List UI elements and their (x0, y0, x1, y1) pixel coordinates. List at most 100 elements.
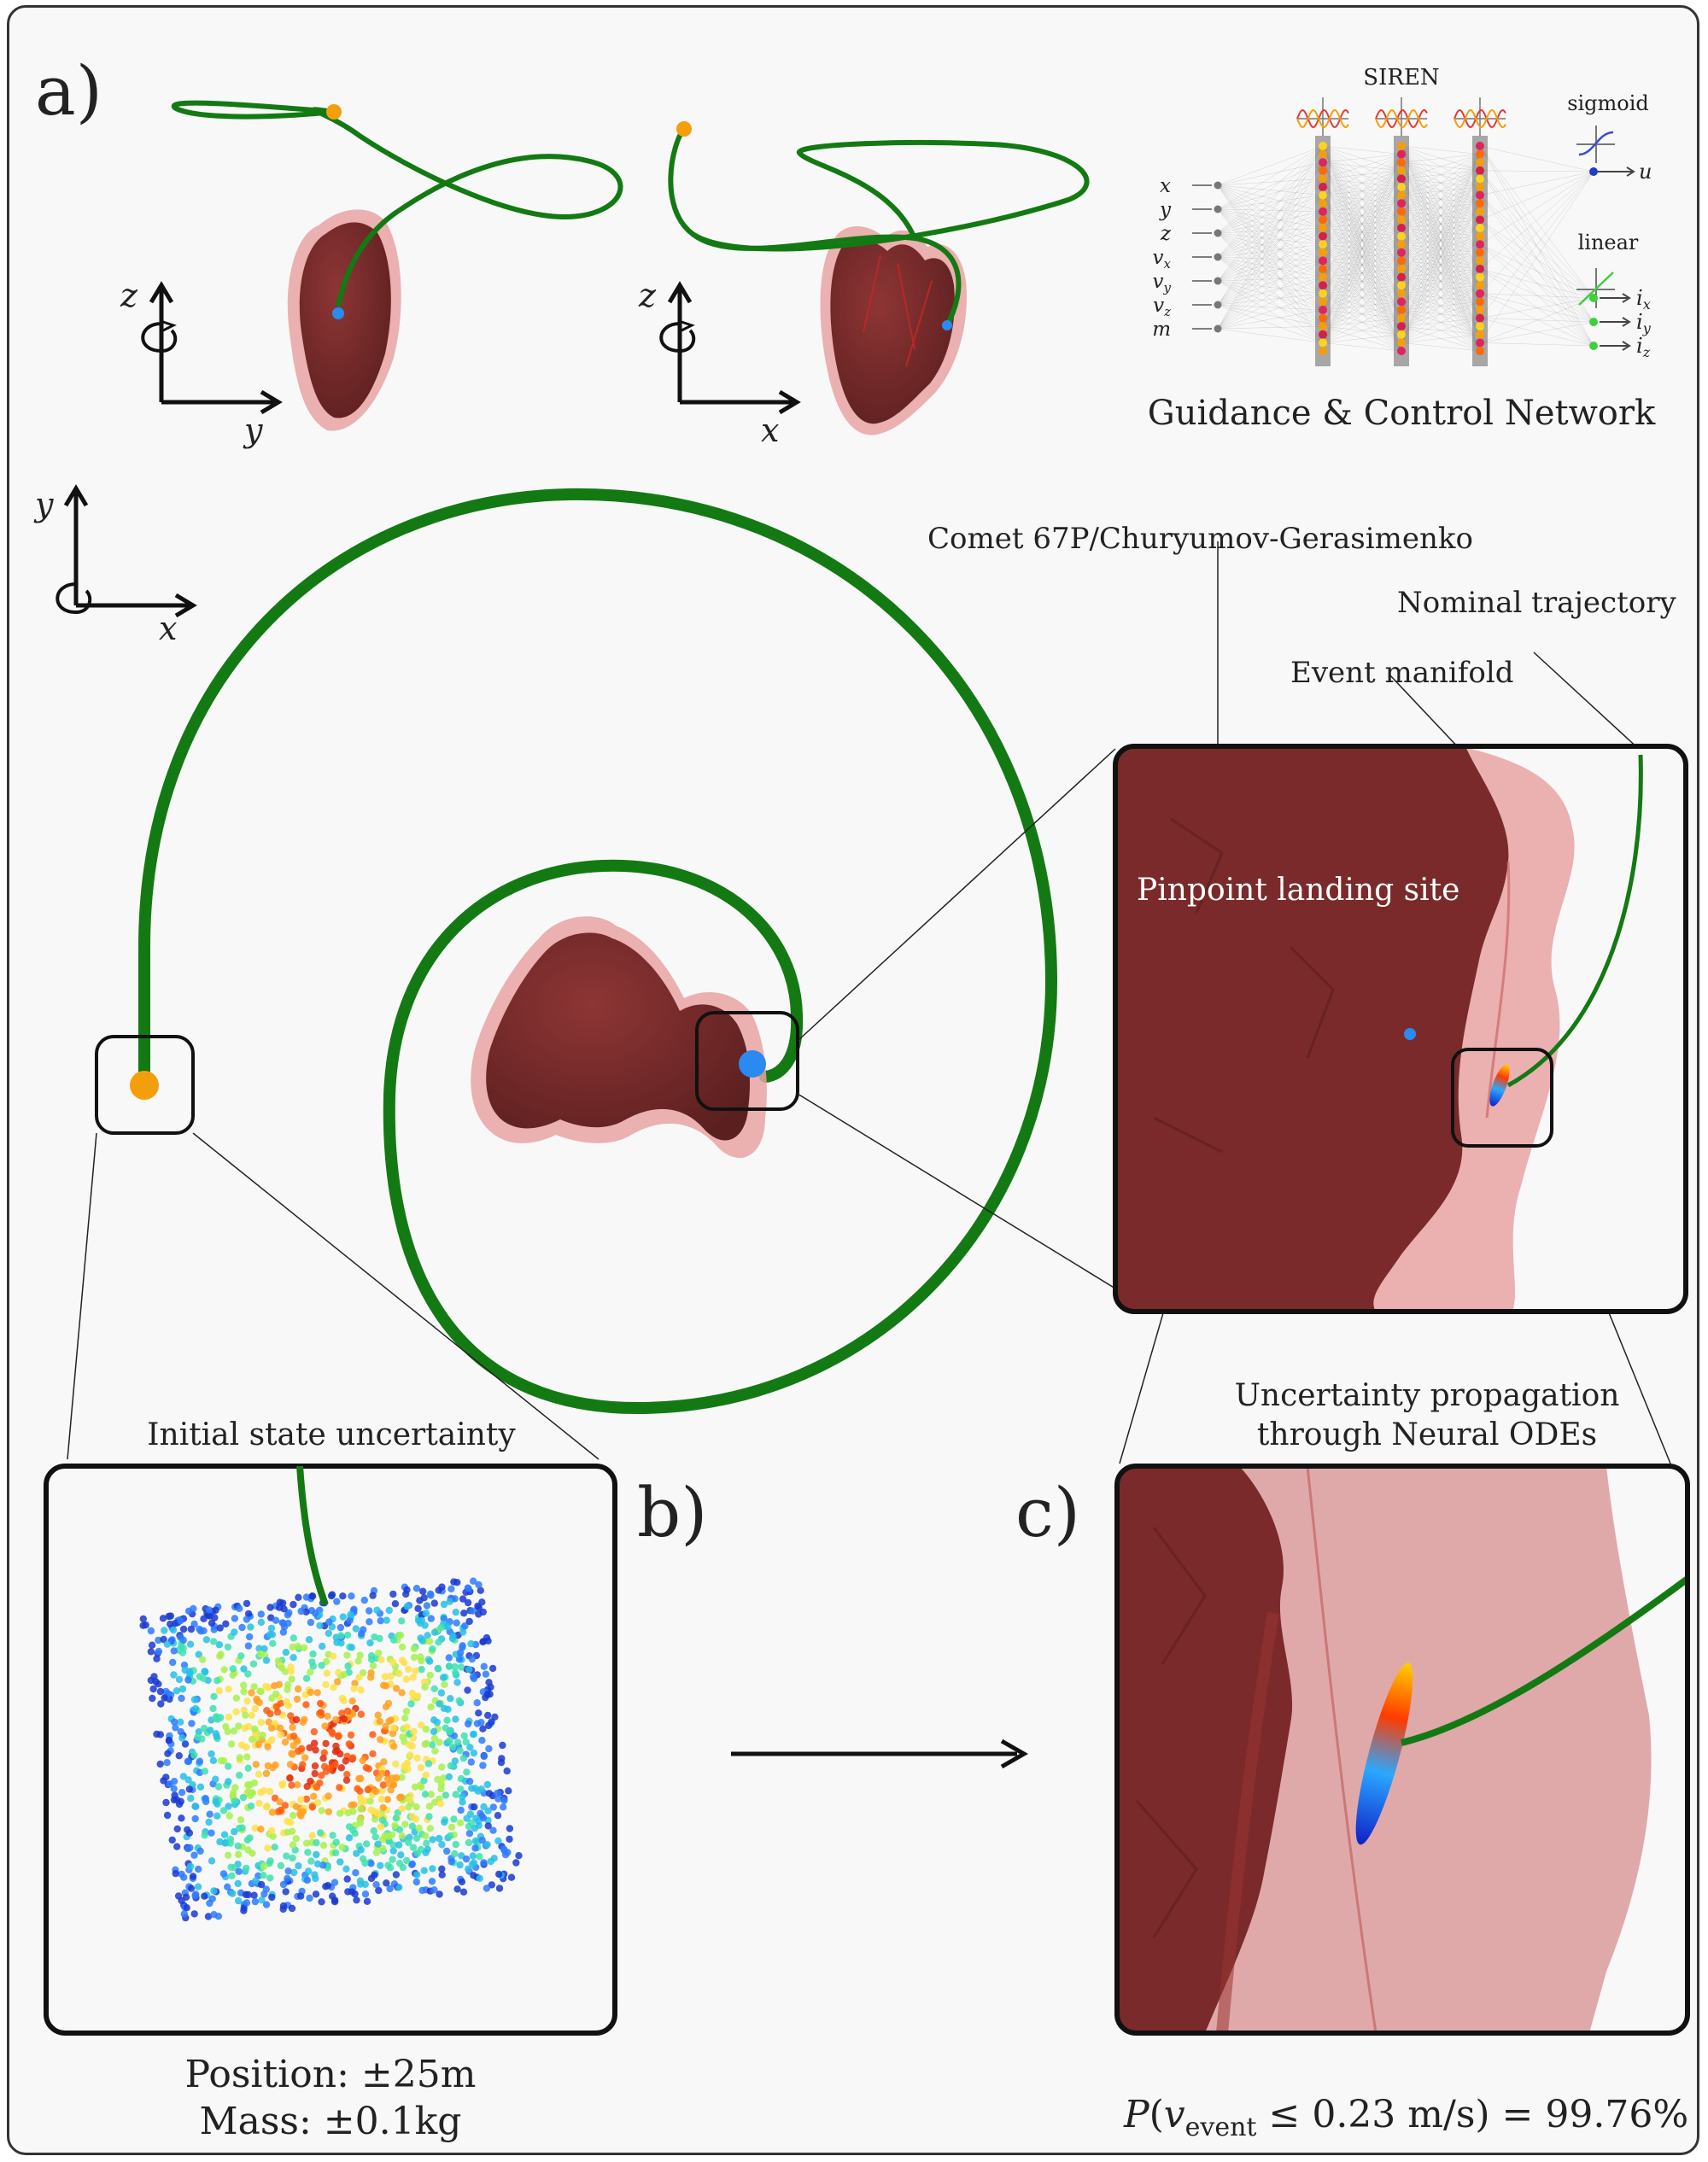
layer-node (1397, 281, 1406, 290)
inset-propagated-uncertainty: Uncertainty propagation through Neural O… (1114, 1378, 1690, 2036)
network-edges (1217, 145, 1594, 352)
propagated-distribution (1355, 1662, 1413, 1845)
input-node (1214, 229, 1222, 237)
siren-title: SIREN (1363, 65, 1439, 91)
input-node (1214, 301, 1222, 309)
input-label: m (1152, 318, 1171, 341)
label-propagation-line2: through Neural ODEs (1257, 1417, 1597, 1452)
linear-output-label: ix (1636, 286, 1651, 313)
input-node (1214, 277, 1222, 285)
layer-node (1397, 240, 1406, 249)
layer-node (1319, 174, 1327, 184)
layer-node (1319, 207, 1327, 216)
layer-node (1319, 199, 1327, 208)
layer-node (1476, 158, 1484, 167)
layer-node (1397, 174, 1406, 184)
figure-frame: a) b) c) z y (7, 5, 1699, 2155)
label-comet: Comet 67P/Churyumov-Gerasimenko (927, 522, 1473, 556)
input-label: x (1160, 175, 1171, 197)
input-node (1214, 324, 1222, 333)
layer-node (1397, 149, 1406, 159)
axis-label-y-1: y (243, 412, 263, 449)
layer-node (1319, 166, 1327, 175)
layer-node (1319, 289, 1327, 298)
uncertainty-cloud (139, 1577, 523, 1922)
layer-node (1319, 248, 1327, 257)
layer-node (1476, 347, 1484, 355)
panel-label-a: a) (35, 51, 102, 131)
event-probability: P(vevent ≤ 0.23 m/s) = 99.76% (1123, 2093, 1688, 2142)
prob-P: P (1123, 2093, 1150, 2136)
panel-label-c: c) (1015, 1473, 1080, 1552)
layer-node (1397, 297, 1406, 307)
siren-wave-icon (1375, 97, 1428, 136)
layer-node (1476, 215, 1484, 225)
layer-node (1319, 256, 1327, 266)
linear-output-label: iz (1636, 334, 1651, 360)
layer-node (1319, 297, 1327, 307)
comet-body (830, 240, 955, 424)
inset-landing-region: Pinpoint landing site (1113, 744, 1688, 1314)
layer-node (1476, 240, 1484, 249)
input-label: vy (1153, 271, 1172, 295)
layer-node (1397, 224, 1406, 232)
layer-node (1319, 231, 1327, 241)
layer-node (1476, 224, 1484, 232)
view-zy: z y (120, 100, 623, 449)
layer-node (1397, 166, 1406, 175)
layer-node (1397, 272, 1406, 282)
axes-zx: z x (638, 277, 801, 449)
zoom-connectors (67, 541, 1671, 1464)
layer-node (1397, 330, 1406, 339)
zoom-box-event (1451, 1048, 1553, 1148)
axis-label-x-main: x (159, 610, 177, 647)
layer-node (1476, 306, 1484, 314)
linear-label: linear (1578, 231, 1639, 254)
layer-node (1319, 322, 1327, 331)
landing-point-zy (332, 307, 344, 319)
inset-initial-uncertainty: Initial state uncertainty (44, 1417, 617, 2036)
layer-node (1319, 149, 1327, 159)
layer-node (1476, 207, 1484, 216)
layer-node (1476, 199, 1484, 208)
layer-node (1319, 215, 1327, 225)
layer-node (1319, 272, 1327, 282)
axis-label-z-2: z (638, 277, 657, 314)
sigmoid-label: sigmoid (1567, 91, 1649, 115)
layer-node (1397, 183, 1406, 191)
position-uncertainty: Position: ±25m (185, 2053, 477, 2096)
layer-node (1476, 338, 1484, 348)
layer-node (1397, 289, 1406, 298)
input-node (1214, 205, 1222, 213)
input-label: vz (1153, 295, 1171, 319)
linear-output-label: iy (1636, 310, 1652, 336)
label-propagation-line1: Uncertainty propagation (1235, 1378, 1620, 1413)
label-landing-site: Pinpoint landing site (1137, 873, 1459, 908)
layer-node (1397, 231, 1406, 241)
propagation-arrow (731, 1738, 1029, 1769)
siren-wave-icon (1454, 97, 1506, 136)
layer-node (1319, 347, 1327, 355)
layer-node (1397, 158, 1406, 167)
sigmoid-output-u: u (1639, 160, 1652, 184)
layer-node (1476, 231, 1484, 241)
layer-node (1476, 272, 1484, 282)
prob-lparen: ( (1149, 2093, 1164, 2136)
trajectory-segment-c (1401, 1575, 1688, 1746)
view-zx: z x (638, 121, 1090, 449)
layer-node (1319, 224, 1327, 232)
layer-node (1319, 190, 1327, 200)
comet-body (299, 222, 391, 418)
trajectory-segment-b (296, 1465, 329, 1606)
prob-v: v (1164, 2093, 1185, 2136)
input-node (1214, 253, 1222, 261)
input-label: vx (1153, 247, 1172, 272)
layer-node (1319, 313, 1327, 323)
layer-node (1397, 190, 1406, 200)
zoom-box-start (95, 1035, 195, 1135)
layer-node (1476, 142, 1484, 150)
axes-main: y x (33, 484, 197, 647)
layer-node (1476, 281, 1484, 290)
